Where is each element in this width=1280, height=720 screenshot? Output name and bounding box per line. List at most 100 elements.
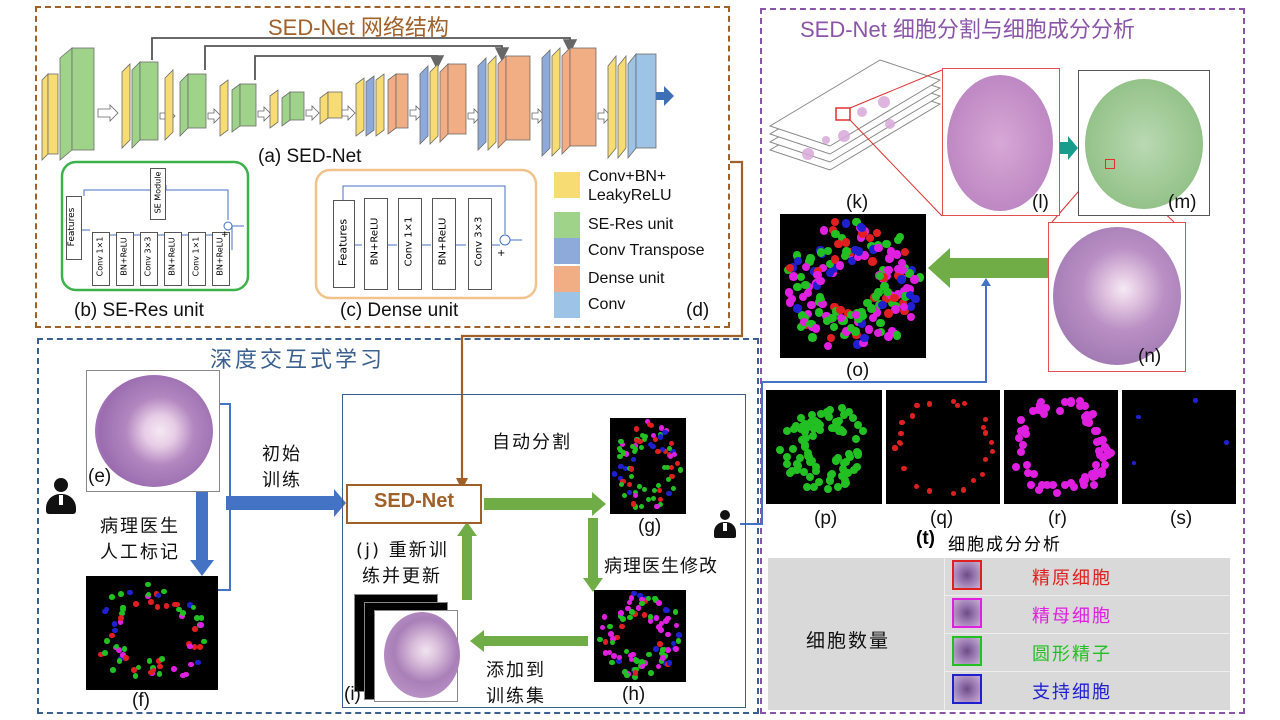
cell-dot <box>785 263 795 273</box>
label-e: (e) <box>88 466 112 487</box>
cell-dot <box>619 481 625 487</box>
cell-dot <box>663 617 669 624</box>
cell-dot <box>120 604 126 611</box>
cell-dot <box>869 245 878 254</box>
cell-dot <box>611 653 617 659</box>
cell-dot <box>1097 469 1106 478</box>
cell-dot <box>170 666 177 672</box>
dense-features-block <box>333 200 355 288</box>
cell-dot <box>673 622 680 629</box>
cell-dot <box>809 425 818 434</box>
cell-dot <box>1066 397 1075 406</box>
manual-label-1: 病理医生 <box>100 516 180 537</box>
cell-dot <box>865 233 875 242</box>
cell-dot <box>849 413 858 422</box>
se-features-text: Features <box>67 207 77 247</box>
cell-dot <box>671 485 677 491</box>
cell-dot <box>635 605 642 611</box>
cell-dot <box>658 434 664 440</box>
dense-block-label-1: Conv 1×1 <box>403 216 415 267</box>
cell-dot <box>647 614 654 620</box>
se-features-block <box>66 196 82 260</box>
cell-dot <box>639 663 646 670</box>
cell-dot <box>610 636 617 642</box>
cell-dot <box>859 426 868 435</box>
se-block-label-2: Conv 3×3 <box>143 236 153 277</box>
cell-dot <box>857 319 867 328</box>
cell-dot <box>887 298 896 308</box>
cell-dot <box>803 310 813 319</box>
cell-dot <box>831 307 841 316</box>
legend-swatch-dense <box>554 266 580 292</box>
cell-dot <box>898 265 907 275</box>
add-to-train-1: 添加到 <box>486 660 546 681</box>
cell-dot <box>648 670 655 676</box>
cell-dot <box>846 323 855 332</box>
cell-dot <box>641 486 648 492</box>
cell-dot <box>858 311 868 321</box>
cell-dot <box>194 615 200 621</box>
cell-dot <box>1060 398 1069 407</box>
cell-dot <box>892 331 902 340</box>
cell-dot <box>653 436 659 442</box>
cell-dot <box>670 448 676 454</box>
cell-dot <box>836 305 845 315</box>
cell-dot <box>646 651 653 658</box>
cell-dot <box>639 600 645 607</box>
dense-block-2 <box>432 198 456 290</box>
cell-row-divider-0 <box>944 595 1230 596</box>
cell-dot <box>808 333 817 342</box>
cell-dot <box>892 445 898 451</box>
cell-dot <box>657 488 663 494</box>
cell-dot <box>801 441 810 450</box>
retrain-text-1: (j) 重新训 <box>356 540 449 561</box>
cell-dot <box>851 327 860 336</box>
cell-dot <box>804 452 813 461</box>
cell-dot <box>601 613 608 620</box>
cell-dot <box>1015 433 1024 442</box>
cell-dot <box>848 256 857 266</box>
cell-dot <box>617 609 624 616</box>
cell-dot <box>1224 440 1229 445</box>
cell-dot <box>1089 409 1098 418</box>
cell-dot <box>197 644 203 650</box>
cell-dot <box>886 247 896 256</box>
cell-dot <box>629 609 636 615</box>
cell-dot <box>787 294 797 304</box>
cell-dot <box>1042 404 1051 413</box>
cell-dot <box>882 294 891 303</box>
cell-dot <box>639 503 645 509</box>
cell-dot <box>825 259 834 269</box>
cell-dot <box>816 248 826 257</box>
cell-type-name-2: 圆形精子 <box>1032 644 1112 665</box>
legend-swatch-conv-transpose <box>554 238 580 264</box>
cell-dot <box>852 217 861 227</box>
cell-dot <box>657 497 663 503</box>
cell-dot <box>1193 398 1198 403</box>
cell-dot <box>655 663 662 670</box>
cell-dot <box>1083 411 1092 420</box>
legend-label-conv-transpose: Conv Transpose <box>588 242 705 259</box>
cell-dot <box>634 658 640 665</box>
cell-row-divider-1 <box>944 633 1230 634</box>
cell-dot <box>657 641 663 647</box>
cell-dot <box>797 413 806 422</box>
cell-dot <box>657 627 664 633</box>
cell-dot <box>832 456 841 465</box>
training-stack-i <box>354 594 460 702</box>
corrected-h <box>594 590 686 682</box>
cell-dot <box>856 222 866 232</box>
cell-dot <box>796 273 806 282</box>
cell-dot <box>671 451 677 457</box>
inner-loop-border <box>342 394 746 708</box>
retrain-text-2: 练并更新 <box>362 566 442 587</box>
cell-dot <box>812 281 822 290</box>
cell-dot <box>154 604 161 610</box>
initial-training-1: 初始 <box>262 444 302 465</box>
cell-dot <box>815 425 824 434</box>
cell-dot <box>800 428 809 437</box>
cell-dot <box>829 264 838 273</box>
cell-dot <box>812 324 821 333</box>
cell-dot <box>670 640 677 647</box>
cell-dot <box>618 463 624 469</box>
